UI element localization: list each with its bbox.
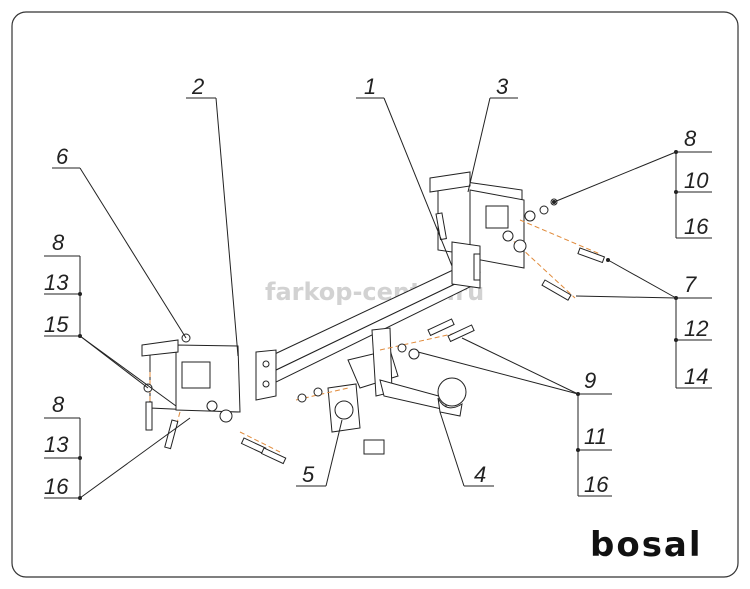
callout-right-top-1: 8: [684, 126, 697, 151]
callout-right-bot-1: 11: [584, 424, 607, 449]
callout-5: 5: [302, 462, 315, 487]
callout-right-bot-2: 16: [584, 472, 609, 497]
callout-right-mid-1: 12: [684, 316, 708, 341]
callout-4: 4: [474, 462, 486, 487]
socket-plate: [327, 383, 385, 455]
callout-left-top-1: 8: [52, 230, 65, 255]
callout-7: 7: [684, 272, 697, 297]
left-mounting-bracket: [141, 339, 277, 413]
callout-left-bot-3: 16: [44, 474, 69, 499]
bolts-and-nuts: [143, 198, 606, 465]
callout-right-top-3: 16: [684, 214, 709, 239]
callout-1: 1: [364, 74, 376, 99]
leader-dots: [78, 150, 678, 500]
callout-3: 3: [496, 74, 509, 99]
callout-2: 2: [191, 74, 204, 99]
callout-left-bot-2: 13: [44, 432, 69, 457]
callout-right-top-2: 10: [684, 168, 709, 193]
leader-lines: [44, 97, 712, 499]
callout-left-top-2: 13: [44, 270, 69, 295]
callout-6: 6: [56, 144, 69, 169]
callout-labels: 1 2 3 6 5 4 8 10 16 7 12 14 9 11 16 8 13…: [44, 74, 709, 499]
callout-right-mid-2: 14: [684, 364, 708, 389]
drawing-frame: [11, 11, 739, 578]
bosal-logo: bosal: [590, 525, 703, 565]
callout-left-mid: 15: [44, 312, 69, 337]
right-mounting-bracket: [429, 171, 525, 289]
callout-9: 9: [584, 368, 596, 393]
towball-mount: [347, 327, 467, 417]
callout-left-bot-1: 8: [52, 392, 65, 417]
